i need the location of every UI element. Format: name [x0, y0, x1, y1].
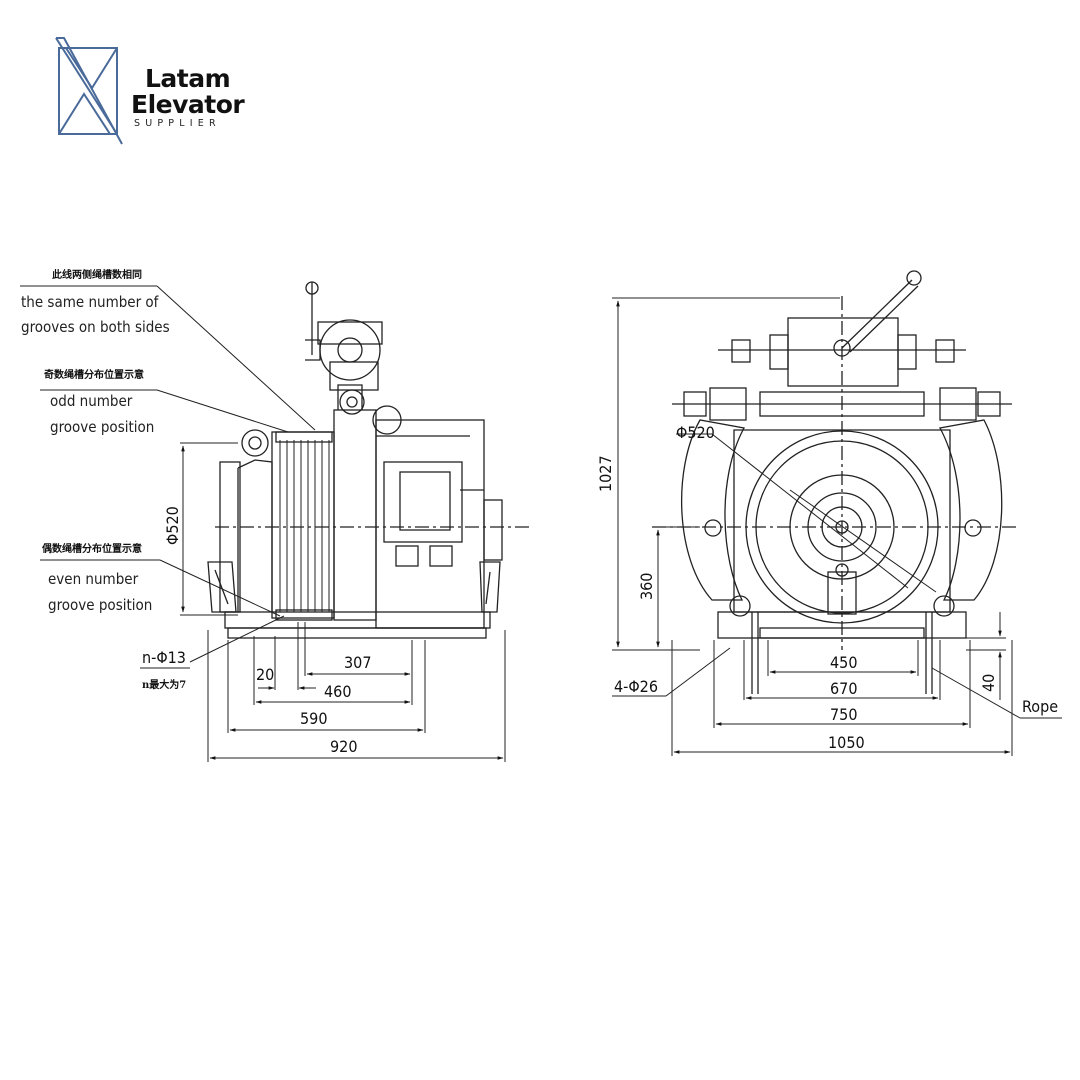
groove-max-label: n最大为7 [142, 678, 186, 691]
brand-logo: Latam Elevator SUPPLIER [54, 36, 274, 148]
note-even-line2: groove position [48, 596, 152, 614]
front-view-dimensions [612, 297, 1062, 756]
logo-word-latam: Latam [145, 64, 231, 93]
side-view-labels: 此线两侧绳槽数相同 the same number of grooves on … [21, 268, 371, 756]
rope-label: Rope [1022, 697, 1058, 716]
side-sheave-diameter: Φ520 [163, 506, 182, 545]
dim-920: 920 [330, 737, 357, 756]
dim-360: 360 [637, 573, 656, 600]
note-cn-odd: 奇数绳槽分布位置示意 [44, 368, 144, 381]
note-odd-line2: groove position [50, 418, 154, 436]
front-view [652, 270, 1020, 694]
dim-460: 460 [324, 682, 351, 701]
bolt-holes-label: 4-Φ26 [614, 677, 658, 696]
front-view-labels: Φ520 1027 360 4-Φ26 Rope 450 670 750 105… [596, 423, 1058, 752]
front-sheave-diameter: Φ520 [676, 423, 715, 442]
logo-word-elevator: Elevator [131, 90, 245, 119]
note-cn-same-grooves: 此线两侧绳槽数相同 [52, 268, 142, 281]
dim-20: 20 [256, 665, 274, 684]
dim-40: 40 [979, 674, 998, 692]
dim-1027: 1027 [596, 455, 615, 492]
dim-590: 590 [300, 709, 327, 728]
dim-670: 670 [830, 679, 857, 698]
note-same-grooves-line1: the same number of [21, 293, 160, 311]
dim-450: 450 [830, 653, 857, 672]
side-view-dimensions [20, 285, 506, 762]
note-same-grooves-line2: grooves on both sides [21, 318, 170, 336]
dim-1050: 1050 [828, 733, 865, 752]
note-cn-even: 偶数绳槽分布位置示意 [41, 542, 142, 555]
side-view [207, 281, 530, 639]
latam-logo-mark-icon [55, 37, 123, 145]
logo-word-supplier: SUPPLIER [134, 118, 221, 129]
note-odd-line1: odd number [50, 392, 133, 410]
groove-diameter-label: n-Φ13 [142, 648, 186, 667]
note-even-line1: even number [48, 570, 139, 588]
dim-750: 750 [830, 705, 857, 724]
dim-307: 307 [344, 653, 371, 672]
